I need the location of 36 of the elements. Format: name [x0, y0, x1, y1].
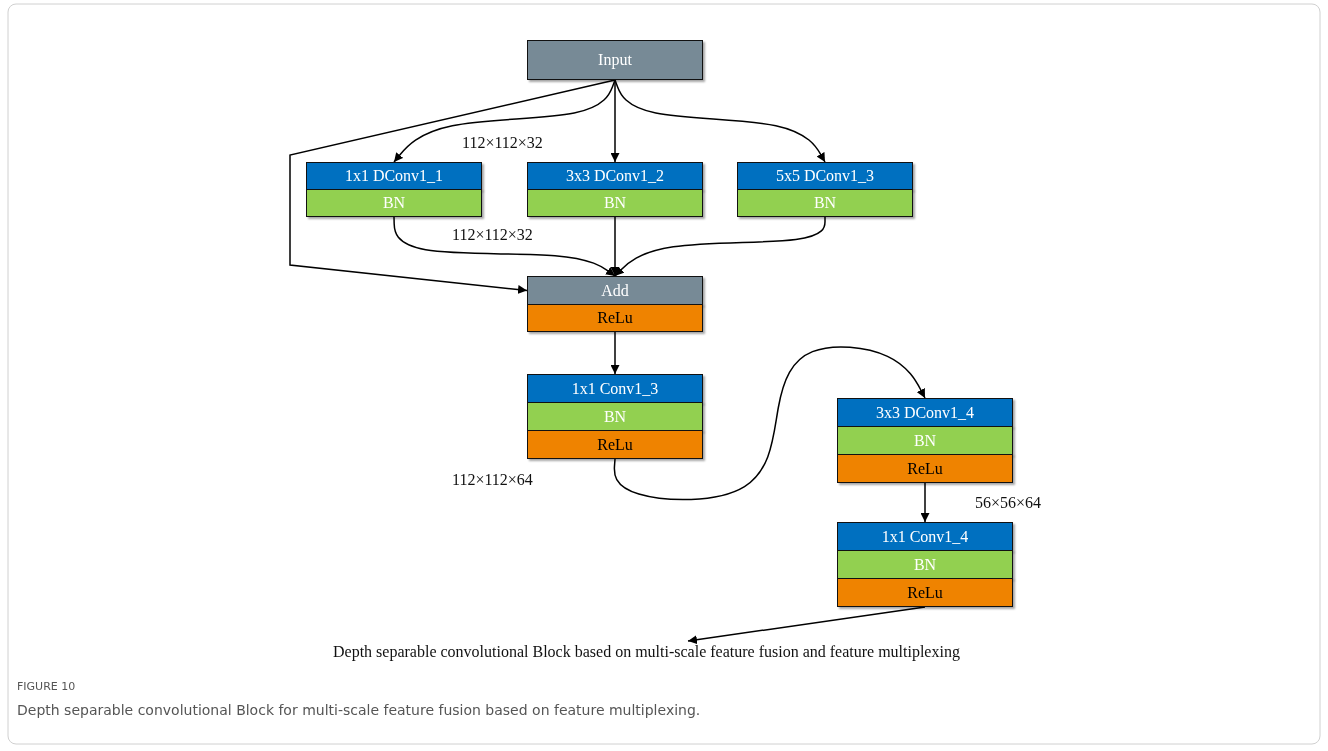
arrow: [610, 216, 620, 277]
relu-layer-box: ReLu: [527, 430, 703, 459]
dimension-label: 112×112×64: [452, 471, 533, 489]
figure-caption: Depth separable convolutional Block for multi-scale feature fusion based on feature multiplexing.: [17, 702, 701, 718]
conv-layer-box: 5x5 DConv1_3: [737, 162, 913, 190]
add-box: Add: [527, 276, 703, 305]
arrow: [393, 79, 616, 163]
conv-layer-box: 3x3 DConv1_2: [527, 162, 703, 190]
bn-layer-box: BN: [527, 402, 703, 431]
bn-layer-box: BN: [527, 189, 703, 217]
dimension-label: 112×112×32: [462, 134, 543, 152]
conv-layer-box: 1x1 Conv1_3: [527, 374, 703, 403]
dimension-label: 56×56×64: [975, 494, 1042, 512]
bn-layer-box: BN: [837, 426, 1013, 455]
arrow: [289, 79, 616, 294]
arrow: [920, 482, 930, 523]
relu-layer-box: ReLu: [527, 304, 703, 332]
arrow: [610, 79, 620, 163]
bn-layer-box: BN: [306, 189, 482, 217]
relu-layer-box: ReLu: [837, 578, 1013, 607]
arrow: [614, 79, 826, 163]
arrow: [613, 346, 926, 501]
dimension-label: 112×112×32: [452, 226, 533, 244]
arrow: [610, 331, 620, 375]
arrow: [393, 216, 616, 277]
bn-layer-box: BN: [737, 189, 913, 217]
relu-layer-box: ReLu: [837, 454, 1013, 483]
arrow: [687, 606, 926, 645]
diagram-subtitle: Depth separable convolutional Block based on multi-scale feature fusion and feature multiplexing: [333, 641, 1043, 663]
arrow: [614, 216, 826, 277]
conv-layer-box: 1x1 DConv1_1: [306, 162, 482, 190]
conv-layer-box: 1x1 Conv1_4: [837, 522, 1013, 551]
input-box: Input: [527, 40, 703, 80]
conv-layer-box: 3x3 DConv1_4: [837, 398, 1013, 427]
bn-layer-box: BN: [837, 550, 1013, 579]
figure-number: FIGURE 10: [17, 680, 76, 693]
